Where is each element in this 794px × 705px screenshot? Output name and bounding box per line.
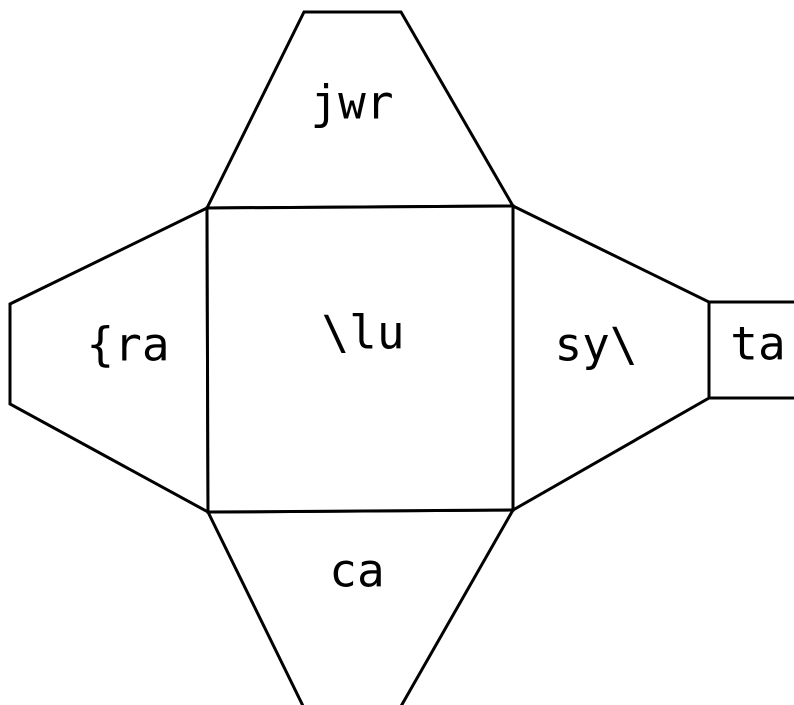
face-bottom-shape (205, 508, 516, 705)
face-far-right-shape (707, 300, 794, 400)
face-left: {ra (8, 205, 210, 515)
face-right: sy\ (511, 203, 711, 513)
face-top-label: jwr (310, 76, 393, 130)
face-left-label: {ra (86, 318, 169, 372)
face-top: jwr (204, 10, 516, 210)
face-bottom: ca (205, 508, 516, 705)
face-right-label: sy\ (554, 318, 637, 372)
face-center: \lu (205, 204, 515, 514)
face-bottom-label: ca (329, 544, 384, 598)
face-center-label: \lu (321, 306, 404, 360)
face-center-shape (205, 204, 515, 514)
face-far-right-label: ta (730, 317, 785, 371)
face-far-right: ta (707, 300, 794, 400)
